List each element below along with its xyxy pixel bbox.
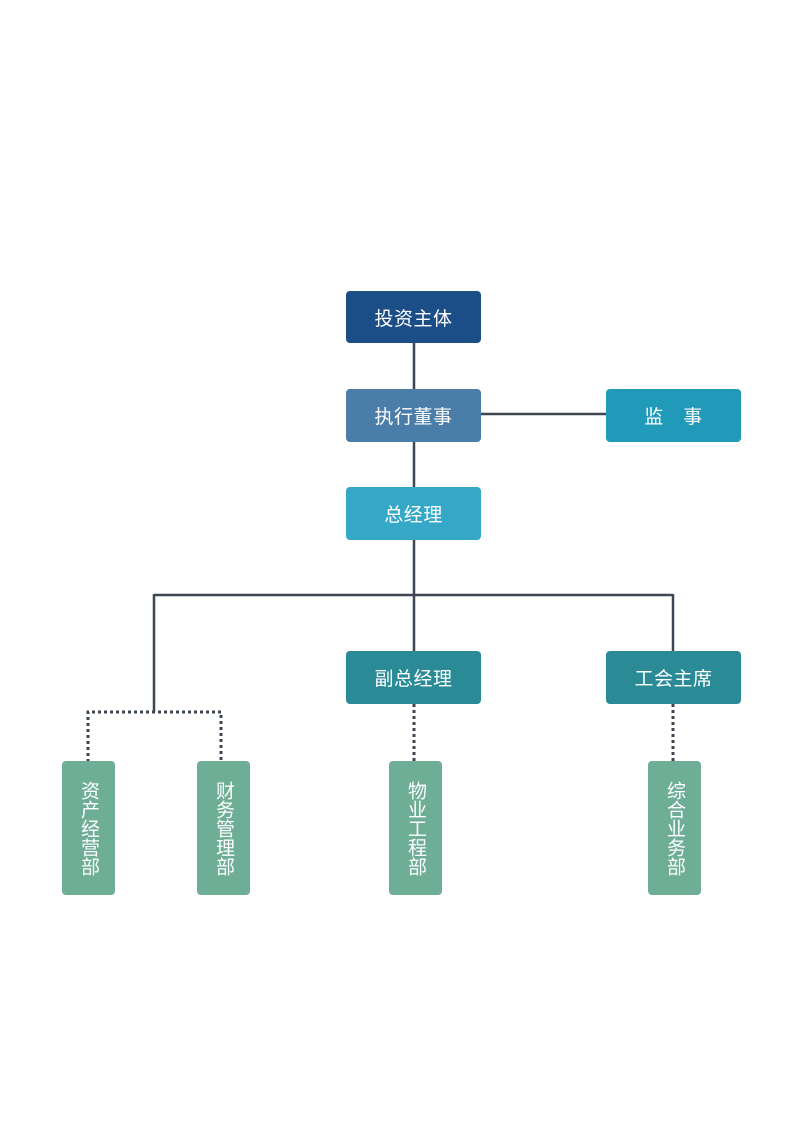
- node-executive-director: 执行董事: [346, 389, 481, 442]
- dotted-connector-left-departments: [86, 710, 223, 762]
- node-union-chairman-label: 工会主席: [634, 668, 713, 690]
- node-investor-label: 投资主体: [374, 307, 453, 330]
- node-finance-department: 财务管理部: [197, 761, 250, 895]
- node-union-chairman: 工会主席: [606, 651, 741, 704]
- node-property-department: 物业工程部: [389, 761, 442, 895]
- node-general-manager-label: 总经理: [384, 504, 443, 526]
- node-asset-department-label: 资产经营部: [78, 780, 100, 876]
- node-property-department-label: 物业工程部: [405, 780, 427, 876]
- node-general-affairs-department: 综合业务部: [648, 761, 701, 895]
- node-asset-department: 资产经营部: [62, 761, 115, 895]
- node-executive-director-label: 执行董事: [374, 406, 453, 428]
- node-supervisor: 监 事: [606, 389, 741, 442]
- node-finance-department-label: 财务管理部: [213, 780, 235, 876]
- node-investor: 投资主体: [346, 291, 481, 343]
- node-deputy-general-manager: 副总经理: [346, 651, 481, 704]
- node-supervisor-label: 监 事: [644, 406, 703, 428]
- node-deputy-general-manager-label: 副总经理: [374, 668, 453, 690]
- node-general-manager: 总经理: [346, 487, 481, 540]
- node-general-affairs-department-label: 综合业务部: [664, 780, 686, 876]
